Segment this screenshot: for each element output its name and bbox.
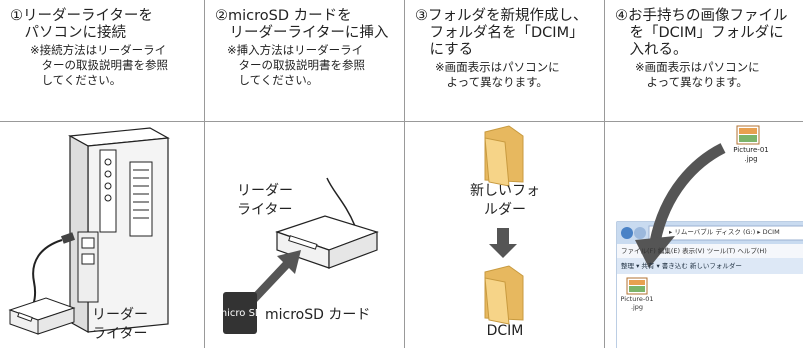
move-arrow-head <box>635 236 675 268</box>
step-4-panel: ④お手持ちの画像ファイル を「DCIM」フォルダに 入れる。 ※画面表示はパソコ… <box>605 0 803 348</box>
pc-tower-illustration <box>8 127 170 335</box>
source-file-name: Picture-01 .jpg <box>733 146 769 163</box>
folder-illustration <box>484 125 524 325</box>
step-2-panel: ②microSD カードを リーダーライターに挿入 ※挿入方法はリーダーライ タ… <box>205 0 405 348</box>
explorer-menu-bar[interactable]: ファイル(F) 編集(E) 表示(V) ツール(T) ヘルプ(H) <box>621 247 767 255</box>
step-3-illustration: 新しいフォ ルダー DCIM <box>405 122 604 348</box>
step-3-note: ※画面表示はパソコンに よって異なります。 <box>435 60 560 89</box>
back-icon[interactable] <box>621 227 633 239</box>
step-3-header: ③フォルダを新規作成し、 フォルダ名を「DCIM」 にする ※画面表示はパソコン… <box>405 0 604 122</box>
explorer-toolbar[interactable]: 整理 ▾ 共有 ▾ 書き込む 新しいフォルダー <box>621 262 742 270</box>
step-2-title: ②microSD カードを リーダーライターに挿入 <box>215 8 389 41</box>
step-4-illustration: Picture-01 .jpg ▸ リムーバブル ディスク (G:) ▸ DCI… <box>605 122 803 348</box>
card-reader-illustration: micro SD <box>217 177 379 334</box>
move-arrow <box>649 143 726 244</box>
image-file-icon <box>736 125 760 145</box>
explorer-illustration <box>616 125 803 348</box>
step-1-header: ①リーダーライターを パソコンに接続 ※接続方法はリーダーライ ターの取扱説明書… <box>0 0 204 122</box>
new-folder-icon <box>484 125 524 187</box>
step-2-illustration: リーダー ライター micro SD microSD カード <box>205 122 404 348</box>
step-4-note: ※画面表示はパソコンに よって異なります。 <box>635 60 760 89</box>
dcim-folder-label: DCIM <box>486 323 524 339</box>
explorer-file-icon[interactable] <box>626 277 648 295</box>
step-3-panel: ③フォルダを新規作成し、 フォルダ名を「DCIM」 にする ※画面表示はパソコン… <box>405 0 605 348</box>
reader-writer-label: リーダー ライター <box>92 307 148 342</box>
explorer-file-name: Picture-01 .jpg <box>620 295 654 311</box>
step-3-title: ③フォルダを新規作成し、 フォルダ名を「DCIM」 にする <box>415 8 588 58</box>
step-2-note: ※挿入方法はリーダーライ ターの取扱説明書を参照 してください。 <box>227 43 365 87</box>
step-2-header: ②microSD カードを リーダーライターに挿入 ※挿入方法はリーダーライ タ… <box>205 0 404 122</box>
step-1-illustration: リーダー ライター <box>0 122 204 348</box>
dcim-folder-icon <box>484 265 524 325</box>
step-4-header: ④お手持ちの画像ファイル を「DCIM」フォルダに 入れる。 ※画面表示はパソコ… <box>605 0 803 122</box>
address-bar[interactable] <box>648 225 803 241</box>
forward-icon[interactable] <box>634 227 646 239</box>
step-1-note: ※接続方法はリーダーライ ターの取扱説明書を参照 してください。 <box>30 43 168 87</box>
explorer-address-text: ▸ リムーバブル ディスク (G:) ▸ DCIM <box>669 228 780 236</box>
microsd-logo-text: micro SD <box>217 308 263 319</box>
step-1-panel: ①リーダーライターを パソコンに接続 ※接続方法はリーダーライ ターの取扱説明書… <box>0 0 205 348</box>
down-arrow-icon <box>489 228 517 258</box>
step-1-title: ①リーダーライターを パソコンに接続 <box>10 8 153 41</box>
reader-writer-label-2: リーダー ライター <box>237 183 293 218</box>
new-folder-label: 新しいフォ ルダー <box>470 183 540 218</box>
step-4-title: ④お手持ちの画像ファイル を「DCIM」フォルダに 入れる。 <box>615 8 788 58</box>
microsd-card-label: microSD カード <box>265 307 371 323</box>
